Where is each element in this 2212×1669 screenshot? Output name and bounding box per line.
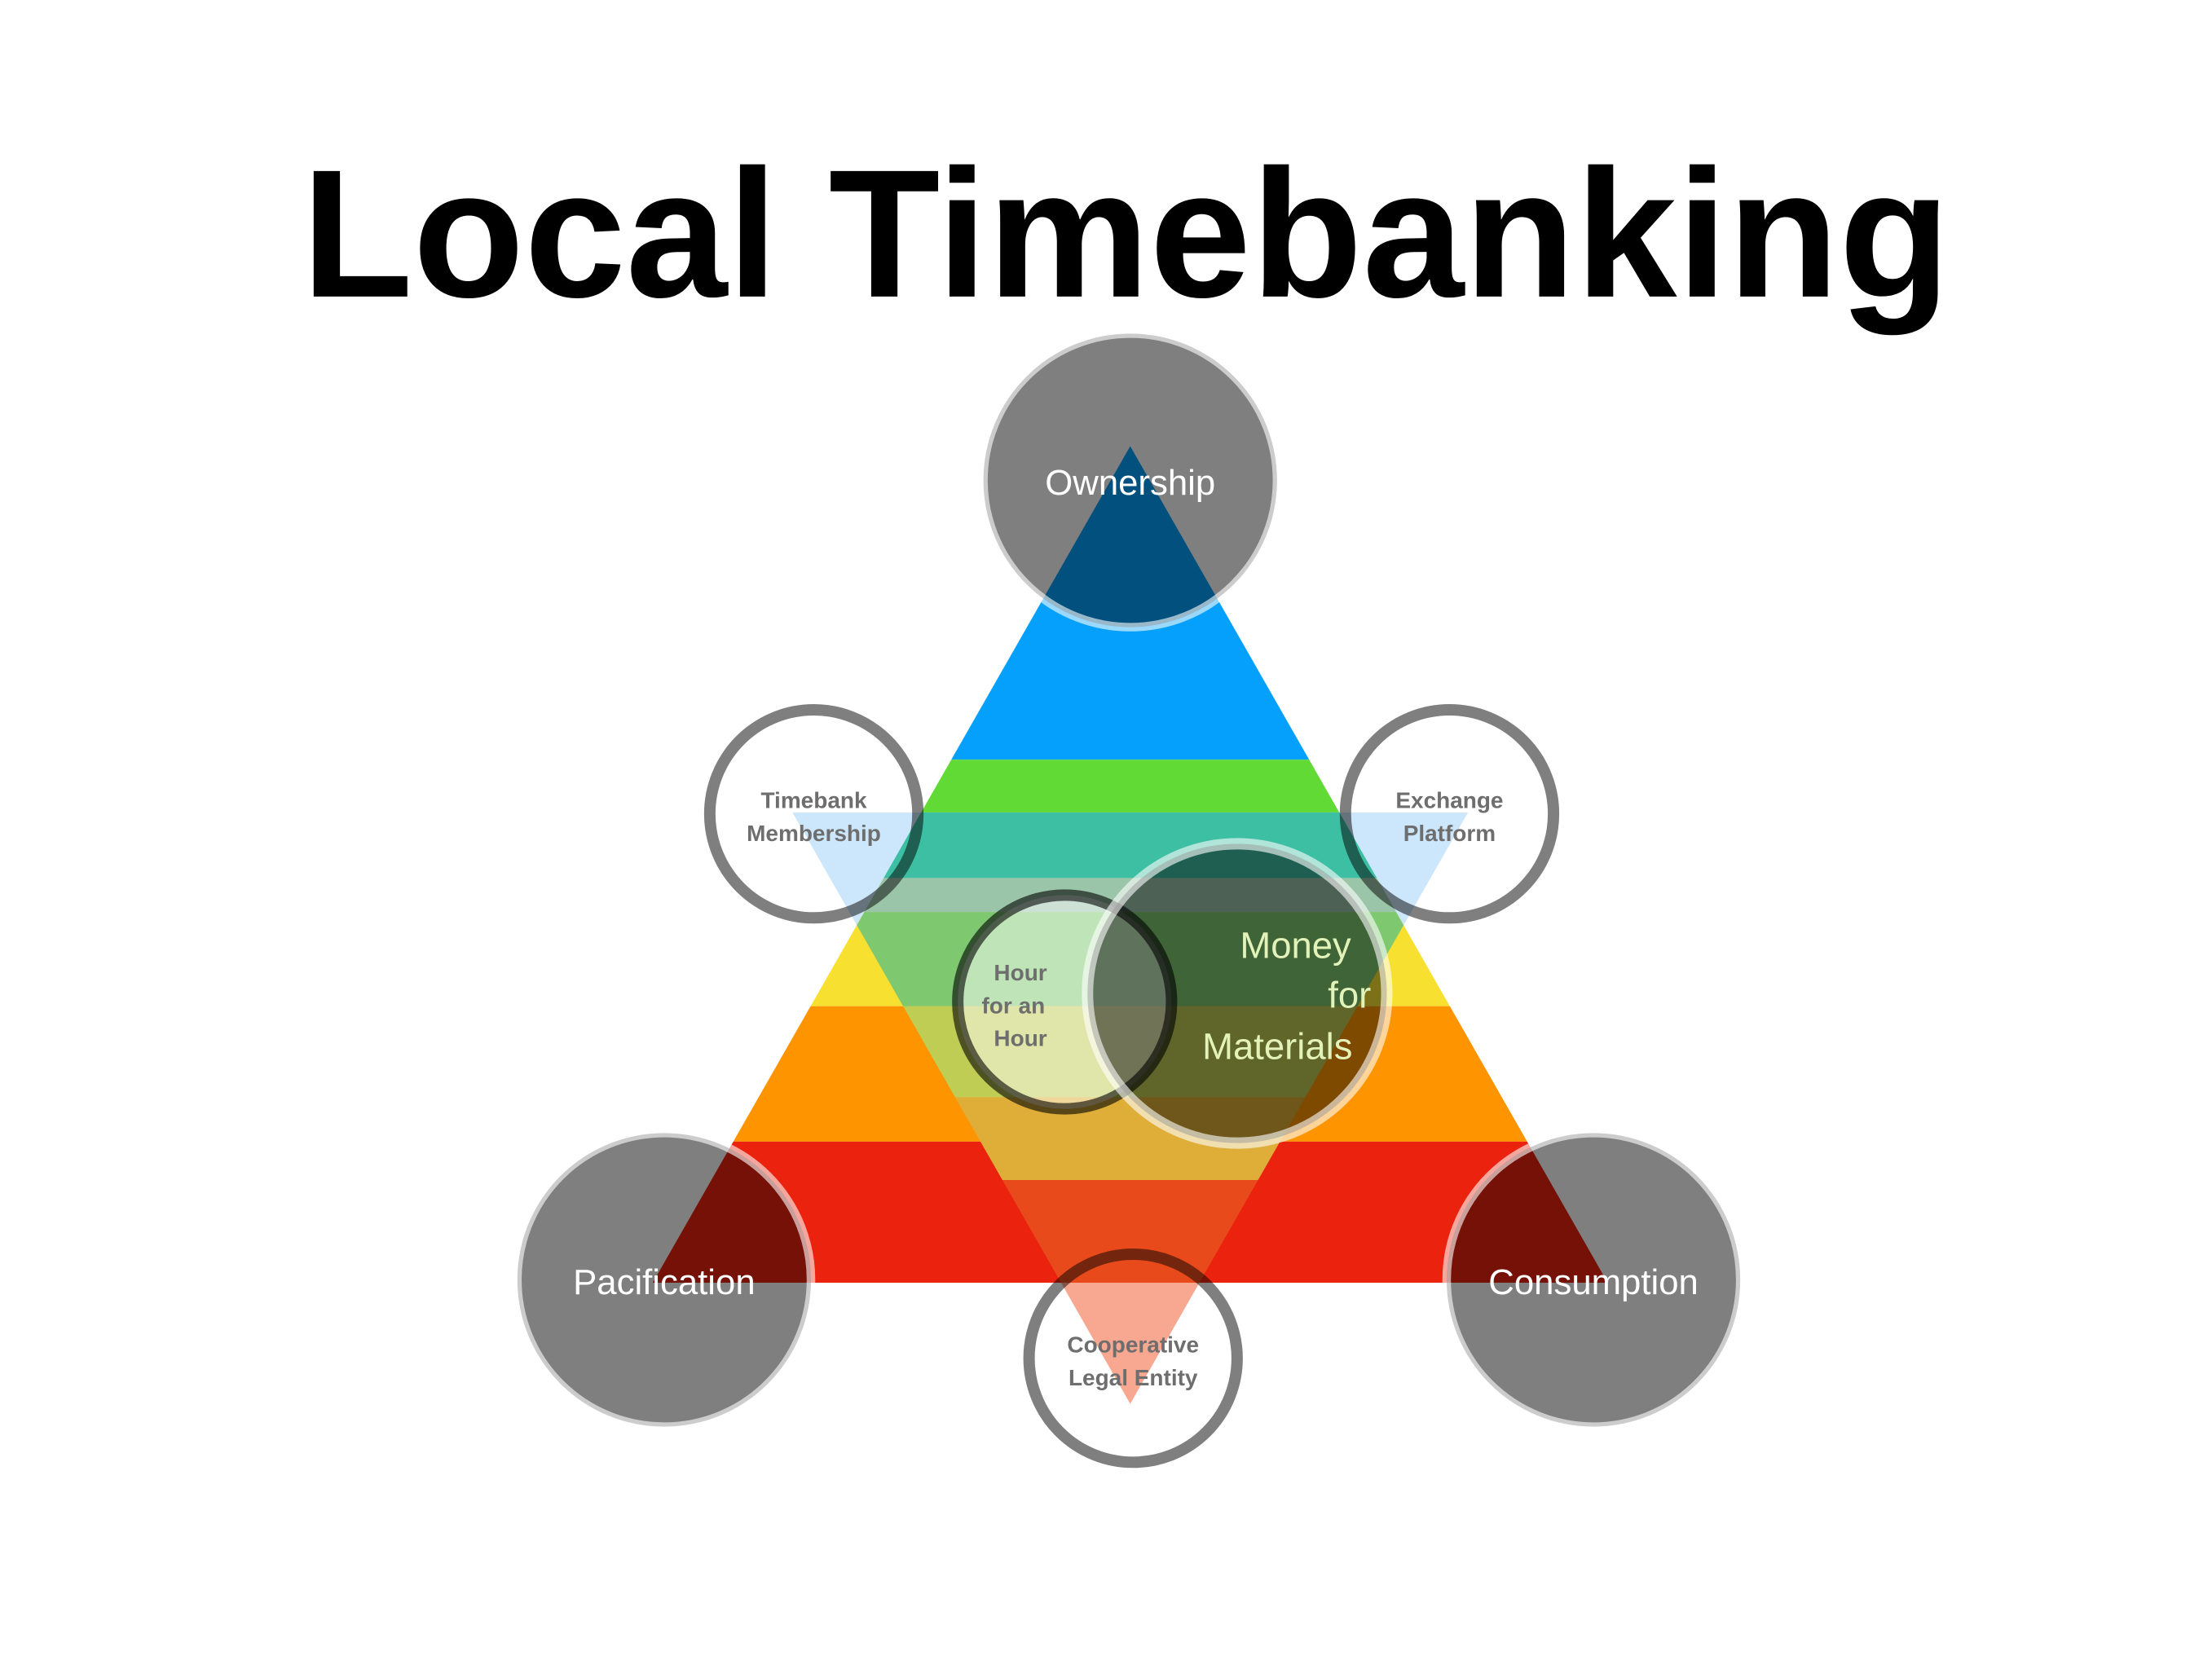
node-label: Timebank xyxy=(760,788,866,813)
node-label: Money xyxy=(1240,924,1351,966)
node-label: Materials xyxy=(1202,1025,1352,1067)
node-label: Pacification xyxy=(573,1262,756,1302)
node-cooperative-legal-entity: Cooperative Legal Entity xyxy=(1023,1248,1243,1469)
node-label: Hour xyxy=(994,960,1047,985)
node-label: Platform xyxy=(1403,821,1496,846)
node-label: Exchange xyxy=(1395,788,1503,813)
node-label: Membership xyxy=(747,821,881,846)
node-exchange-platform: Exchange Platform xyxy=(1339,703,1560,924)
node-label: Legal Entity xyxy=(1069,1365,1198,1390)
page-title: Local Timebanking xyxy=(302,132,1950,336)
node-label: Hour xyxy=(994,1026,1047,1051)
node-label: Cooperative xyxy=(1067,1332,1199,1358)
node-pacification: Pacification xyxy=(513,1129,816,1431)
node-consumption: Consumption xyxy=(1442,1129,1745,1431)
node-label: Ownership xyxy=(1045,463,1215,503)
node-ownership: Ownership xyxy=(979,329,1282,632)
node-label: Consumption xyxy=(1488,1262,1699,1302)
node-money-for-materials: Money for Materials xyxy=(1082,838,1393,1149)
node-label: for an xyxy=(981,993,1045,1018)
node-label: for xyxy=(1328,974,1371,1015)
node-timebank-membership: Timebank Membership xyxy=(703,703,924,924)
